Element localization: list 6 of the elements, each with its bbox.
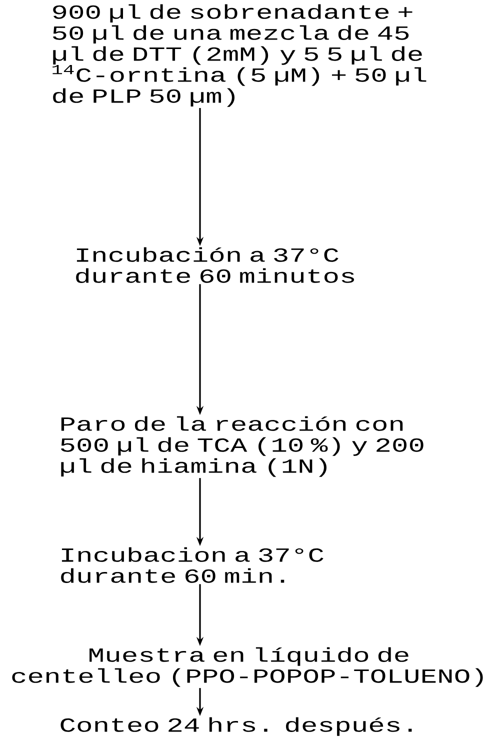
step-text: 900 µl de sobrenadante + 50 µl de una mezcla de 45 µl de DTT (2mM) y 5 5 µl de $^{14}$C-orntina (5 µM) + 50 µl de PLP 50 µm) <box>52 4 426 107</box>
step-text: Muestra en líquido de centelleo (PPO-POPOP-TOLUENO) <box>12 647 483 687</box>
step-text: Paro de la reacción con 500 µl de TCA (10 %) y 200 µl de hiamina (1N) <box>60 416 424 477</box>
step-text: Incubacion a 37°C durante 60 min. <box>61 547 324 583</box>
step-text: Conteo 24 hrs. después. <box>60 717 412 736</box>
step-text: Incubación a 37°C durante 60 minutos <box>76 247 354 283</box>
